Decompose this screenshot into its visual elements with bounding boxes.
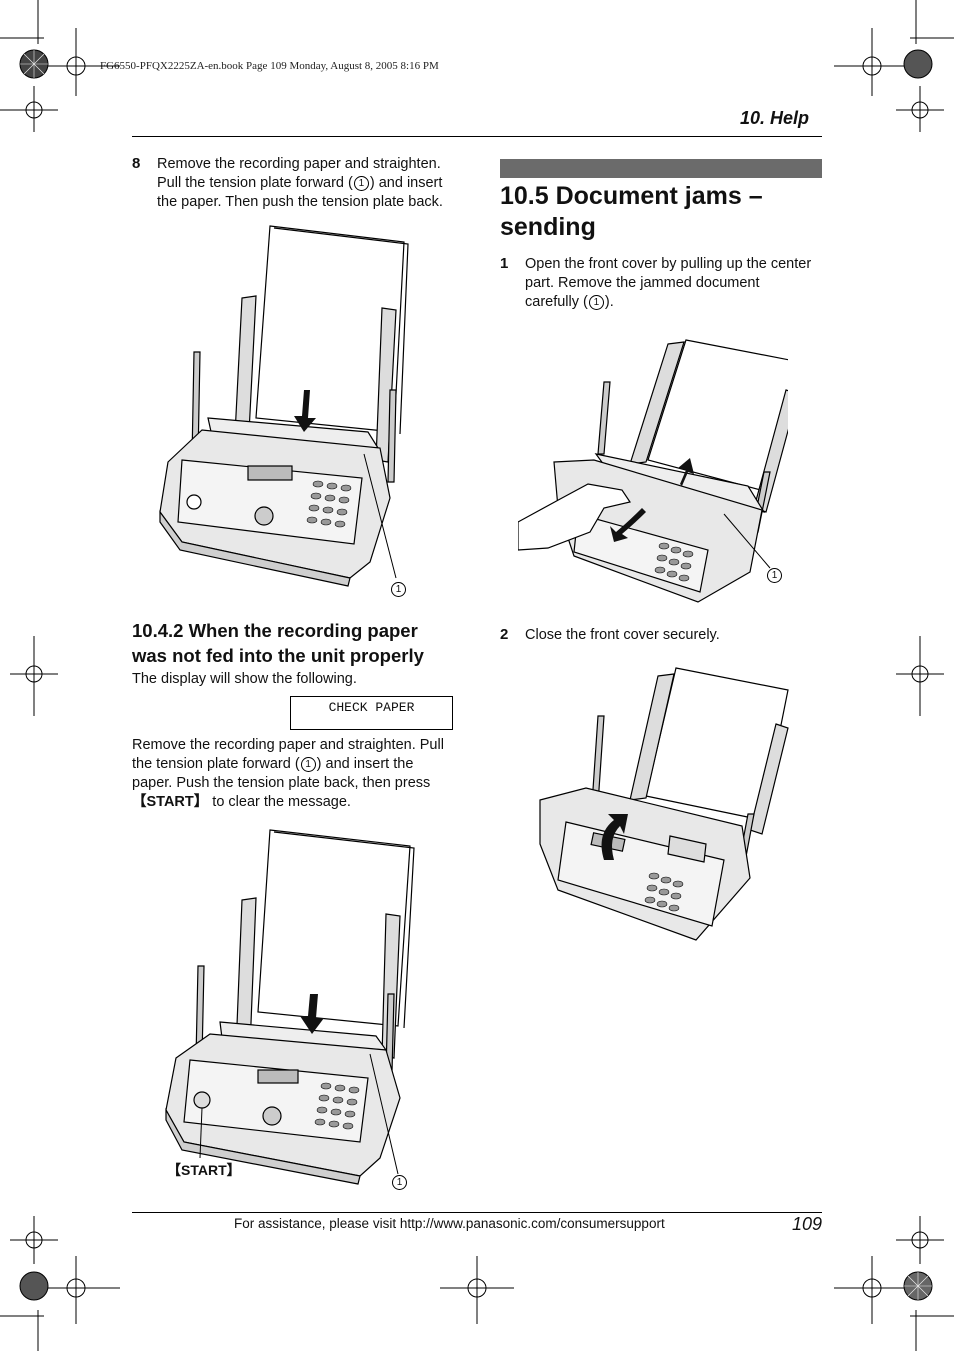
header-rule xyxy=(132,136,822,137)
section-header: 10. Help xyxy=(740,108,810,128)
remove-jammed-document-illustration xyxy=(518,339,788,603)
callout-1-symbol: 1 xyxy=(300,757,316,772)
print-header: FG6550-PFQX2225ZA-en.book Page 109 Monda… xyxy=(100,60,439,72)
callout-1-symbol: 1 xyxy=(353,176,369,191)
page-number: 109 xyxy=(792,1214,823,1234)
clear-message-instructions: Remove the recording paper and straighte… xyxy=(132,737,444,810)
display-intro: The display will show the following. xyxy=(132,671,357,687)
step-8-text: Remove the recording paper and straighte… xyxy=(157,156,443,210)
footer-support-text: For assistance, please visit http://www.… xyxy=(234,1216,665,1231)
close-front-cover-illustration xyxy=(539,667,789,941)
lcd-display-message: CHECK PAPER xyxy=(290,696,453,730)
fax-start-key-illustration xyxy=(165,829,415,1185)
fig2-start-label: 【START】 xyxy=(167,1162,241,1178)
footer-rule xyxy=(132,1212,822,1213)
heading-bar xyxy=(500,159,822,178)
start-key-label: 【START】 xyxy=(132,794,209,810)
step-2-text: Close the front cover securely. xyxy=(525,627,720,643)
step-8-number: 8 xyxy=(132,155,141,172)
fig3-callout: 1 xyxy=(766,566,783,584)
fax-tension-plate-illustration xyxy=(159,225,409,587)
fig2-callout: 1 xyxy=(391,1173,408,1191)
section-heading: 10.5 Document jams – sending xyxy=(500,182,763,241)
step-1-text: Open the front cover by pulling up the c… xyxy=(525,256,812,310)
subsection-heading: 10.4.2 When the recording paper was not … xyxy=(132,620,424,666)
step-1-number: 1 xyxy=(500,255,509,272)
callout-1-symbol: 1 xyxy=(588,295,604,310)
fig1-callout: 1 xyxy=(390,580,407,598)
step-2-number: 2 xyxy=(500,626,509,643)
